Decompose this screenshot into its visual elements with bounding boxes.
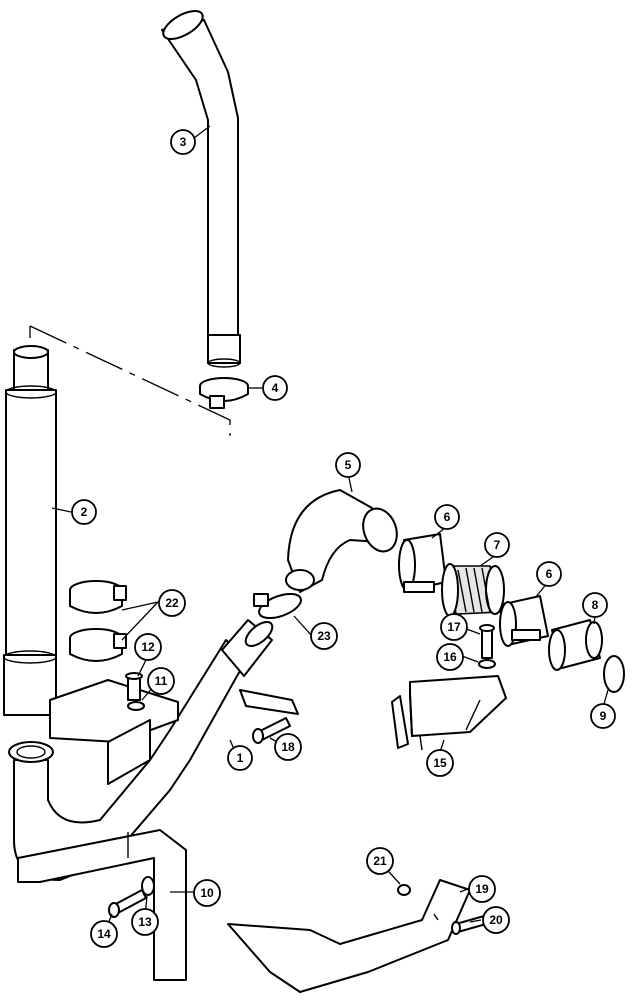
clamp-23 xyxy=(253,592,302,620)
support-bracket xyxy=(17,829,187,981)
callout-23: 23 xyxy=(310,622,338,650)
svg-text:17: 17 xyxy=(447,620,461,634)
callout-22: 22 xyxy=(158,589,186,617)
callout-18: 18 xyxy=(274,733,302,761)
svg-text:22: 22 xyxy=(165,596,179,610)
callout-6a: 6 xyxy=(434,504,460,530)
callout-17: 17 xyxy=(440,613,468,641)
callout-21: 21 xyxy=(366,847,394,875)
callout-10: 10 xyxy=(193,879,221,907)
washer-11 xyxy=(127,701,145,711)
nut-21 xyxy=(397,884,411,896)
callout-19: 19 xyxy=(468,875,496,903)
svg-text:21: 21 xyxy=(373,854,387,868)
svg-text:11: 11 xyxy=(155,674,168,688)
muffler xyxy=(3,345,57,716)
svg-text:10: 10 xyxy=(200,886,214,900)
callout-11: 11 xyxy=(147,667,175,695)
heat-shield xyxy=(227,879,471,993)
svg-text:19: 19 xyxy=(475,882,489,896)
svg-text:4: 4 xyxy=(272,381,279,395)
flex-bellows xyxy=(441,563,505,617)
tail-pipe xyxy=(161,10,241,368)
callout-9: 9 xyxy=(590,703,616,729)
mounting-bracket-15 xyxy=(391,675,507,751)
adapter-pipe xyxy=(548,619,603,671)
svg-text:7: 7 xyxy=(494,538,501,552)
callout-1: 1 xyxy=(227,745,253,771)
callout-3: 3 xyxy=(170,129,196,155)
bolt-14 xyxy=(108,889,147,918)
svg-text:9: 9 xyxy=(600,709,607,723)
callout-12: 12 xyxy=(134,633,162,661)
washer-16 xyxy=(478,659,496,669)
coupler-clamp-b xyxy=(499,595,549,647)
svg-text:6: 6 xyxy=(444,510,451,524)
svg-text:8: 8 xyxy=(592,598,599,612)
svg-text:1: 1 xyxy=(237,751,244,765)
callout-14: 14 xyxy=(90,920,118,948)
clamp-pair xyxy=(69,580,127,662)
svg-text:16: 16 xyxy=(443,650,457,664)
svg-text:2: 2 xyxy=(81,505,88,519)
bolt-18 xyxy=(252,717,291,744)
svg-text:18: 18 xyxy=(281,740,295,754)
bolt-17 xyxy=(479,624,495,659)
svg-text:20: 20 xyxy=(489,913,503,927)
callout-20: 20 xyxy=(482,906,510,934)
svg-text:12: 12 xyxy=(141,640,155,654)
callout-7: 7 xyxy=(484,532,510,558)
callout-15: 15 xyxy=(426,749,454,777)
callout-8: 8 xyxy=(582,592,608,618)
svg-text:6: 6 xyxy=(546,567,553,581)
callout-4: 4 xyxy=(262,375,288,401)
svg-text:3: 3 xyxy=(180,135,187,149)
svg-text:23: 23 xyxy=(317,629,331,643)
svg-text:5: 5 xyxy=(345,458,352,472)
callout-2: 2 xyxy=(71,499,97,525)
svg-text:15: 15 xyxy=(433,756,447,770)
clamp-upper xyxy=(199,377,249,409)
svg-text:14: 14 xyxy=(97,927,111,941)
bolt-12 xyxy=(125,672,143,701)
washer-13 xyxy=(141,876,155,896)
callout-13: 13 xyxy=(131,908,159,936)
alignment-line xyxy=(29,325,231,436)
callout-6b: 6 xyxy=(536,561,562,587)
clamp-9 xyxy=(603,655,625,693)
callout-5: 5 xyxy=(335,452,361,478)
callout-16: 16 xyxy=(436,643,464,671)
coupler-clamp-a xyxy=(398,533,447,593)
elbow-pipe xyxy=(285,489,398,593)
svg-text:13: 13 xyxy=(138,915,152,929)
